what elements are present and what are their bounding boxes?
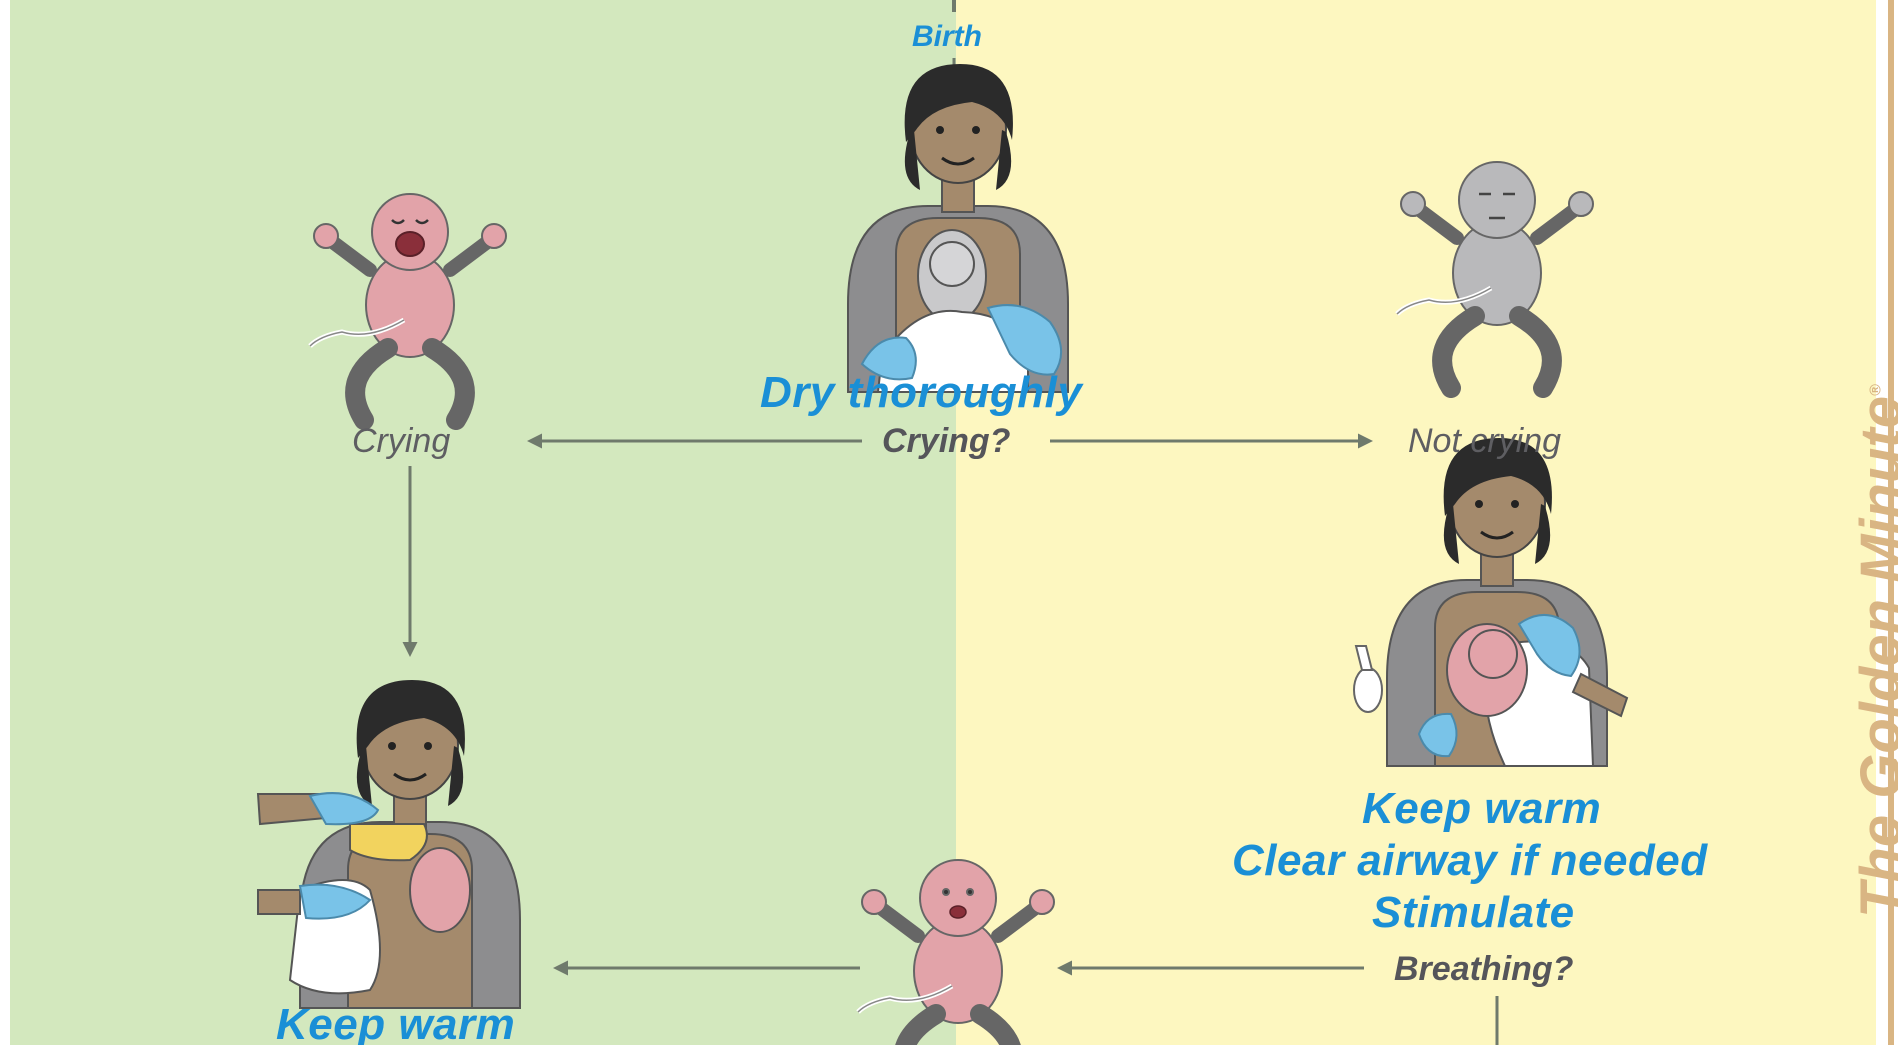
dry-thoroughly-label: Dry thoroughly (760, 368, 1082, 418)
crying-label: Crying (352, 422, 450, 461)
registered-mark: ® (1868, 384, 1885, 396)
not-crying-label: Not crying (1408, 422, 1561, 461)
keep-warm-label: Keep warm (1362, 784, 1601, 834)
golden-minute-watermark: The Golden Minute® (1848, 384, 1898, 918)
watermark-text: The Golden Minute (1849, 396, 1898, 918)
crying-question-label: Crying? (882, 422, 1010, 461)
birth-label: Birth (912, 20, 982, 54)
stimulate-label: Stimulate (1372, 888, 1575, 938)
clear-airway-label: Clear airway if needed (1232, 836, 1708, 886)
breathing-question-label: Breathing? (1394, 950, 1573, 989)
keep-warm-outcome-label: Keep warm (276, 1000, 515, 1045)
